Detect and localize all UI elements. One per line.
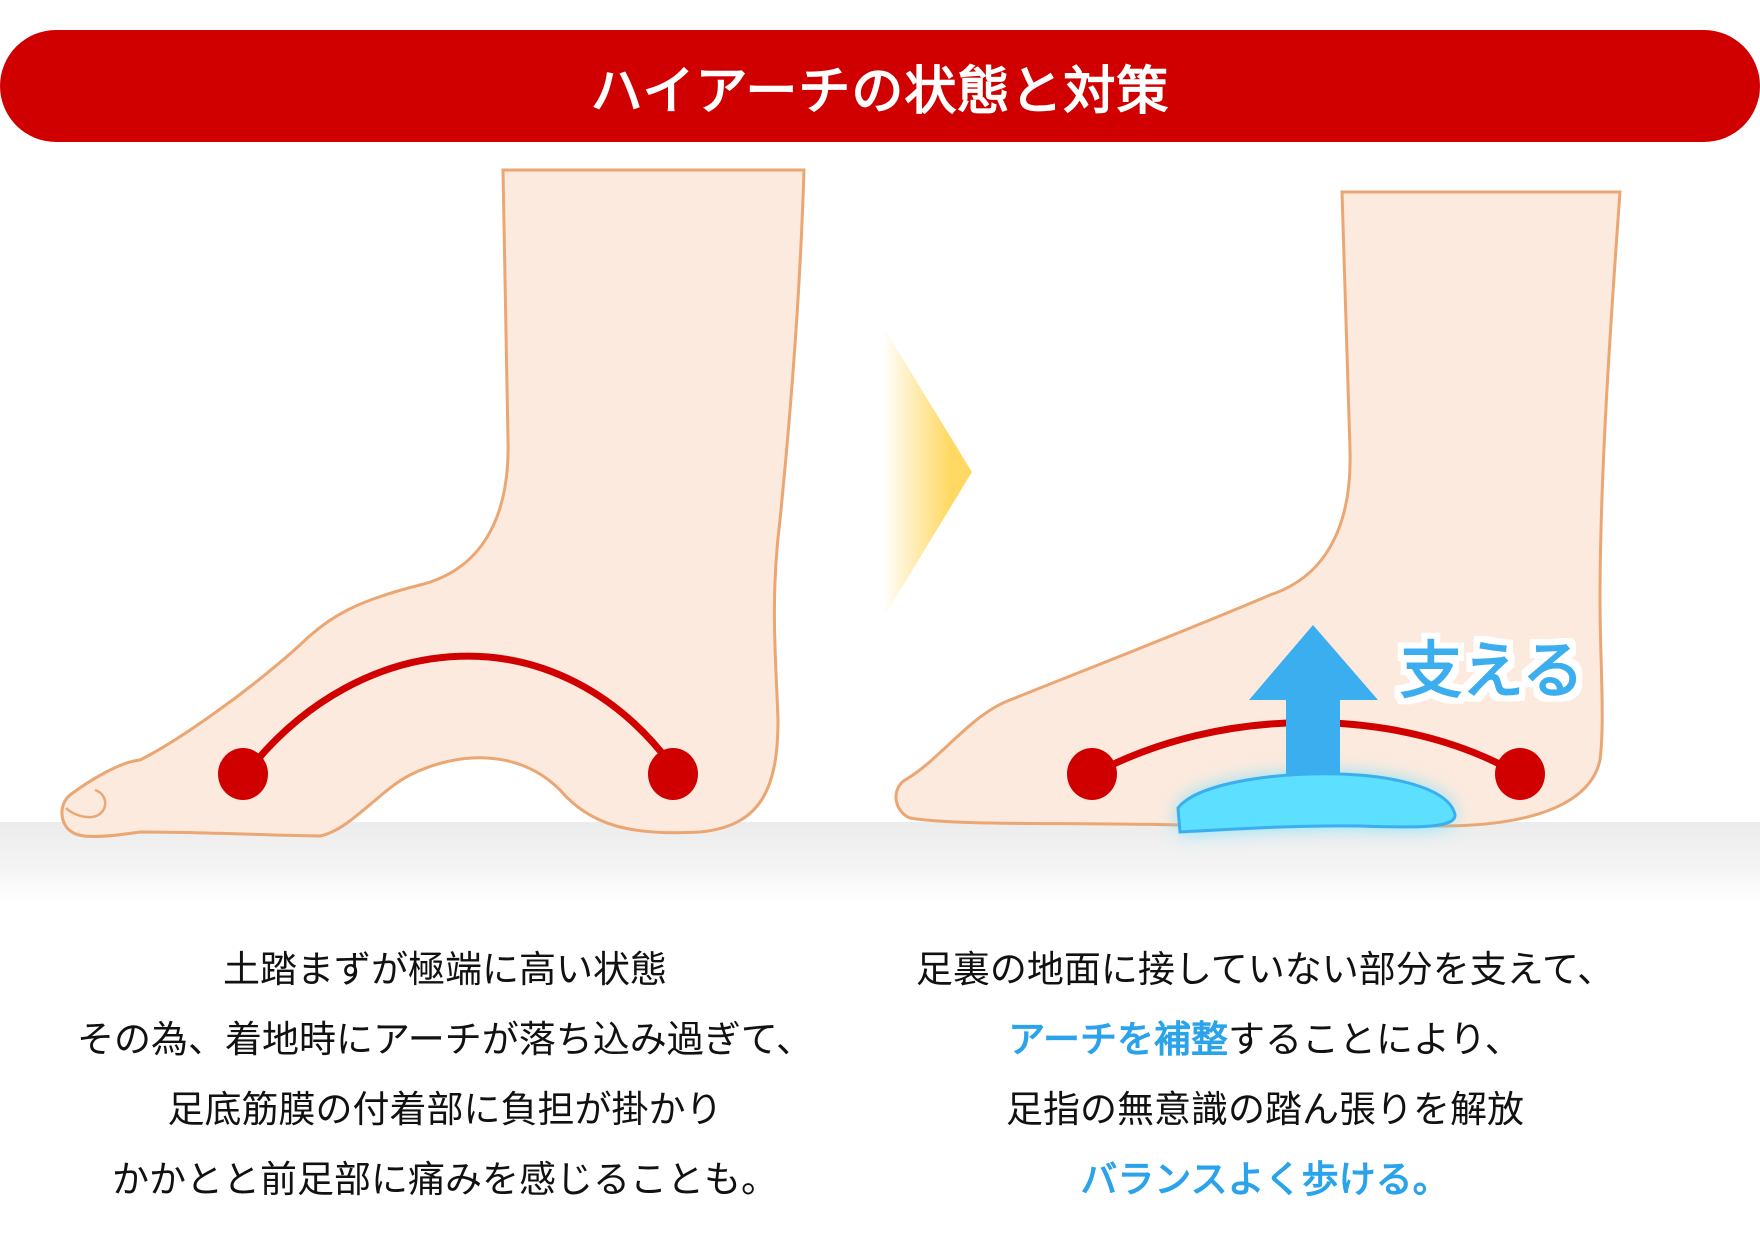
right-foot-outline (894, 190, 1622, 828)
right-line-1: 足裏の地面に接していない部分を支えて、 (835, 935, 1695, 1005)
support-arrow-shaft (1286, 695, 1340, 785)
title-banner: ハイアーチの状態と対策 (0, 30, 1760, 142)
left-line-3: 足底筋膜の付着部に負担が掛かり (167, 1088, 723, 1131)
right-arch-point-heel (1495, 748, 1545, 800)
right-line-2: アーチを補整することにより、 (835, 1005, 1695, 1075)
left-arch-point-front (218, 748, 268, 800)
right-arch-point-front (1067, 748, 1117, 800)
left-toenail (65, 788, 107, 819)
right-line-3: 足指の無意識の踏ん張りを解放 (835, 1075, 1695, 1145)
right-line-1-text: 足裏の地面に接していない部分を支えて、 (915, 948, 1615, 991)
chevron-right-icon (882, 325, 972, 620)
support-arrow-head (1249, 625, 1378, 700)
left-description: 土踏まずが極端に高い状態 その為、着地時にアーチが落ち込み過ぎて、 足底筋膜の付… (15, 935, 875, 1215)
support-label: 支える (1400, 634, 1584, 707)
left-foot-outline (60, 168, 806, 838)
left-line-2: その為、着地時にアーチが落ち込み過ぎて、 (77, 1018, 813, 1061)
right-foot: 支える (894, 190, 1622, 834)
foot-illustrations: 支える (60, 168, 1622, 838)
insole-pad (1176, 772, 1457, 834)
left-arch-point-heel (648, 748, 698, 800)
left-line-1: 土踏まずが極端に高い状態 (223, 948, 667, 991)
right-line-3-text: 足指の無意識の踏ん張りを解放 (1006, 1088, 1524, 1131)
left-arch-line (241, 652, 679, 779)
left-line-4: かかとと前足部に痛みを感じることも。 (112, 1158, 778, 1201)
right-description: 足裏の地面に接していない部分を支えて、 アーチを補整することにより、 足指の無意… (835, 935, 1695, 1215)
right-line-2-highlight: アーチを補整 (1008, 1018, 1228, 1061)
right-line-4-highlight: バランスよく歩ける。 (1080, 1158, 1450, 1201)
right-line-4: バランスよく歩ける。 (835, 1145, 1695, 1215)
right-line-2-text: することにより、 (1228, 1018, 1522, 1061)
left-foot (60, 168, 806, 838)
page-title: ハイアーチの状態と対策 (590, 61, 1170, 122)
